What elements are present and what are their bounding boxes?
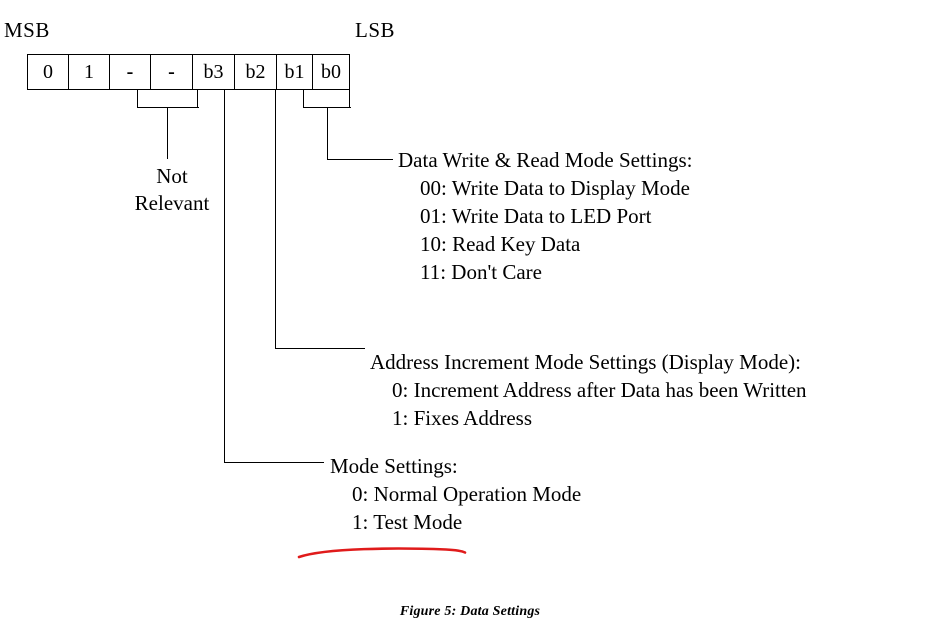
bit-cell-b3: b3 [193,55,235,89]
bit-cell-b0-label: b0 [321,61,341,83]
annotation-data-mode-item-11: 11: Don't Care [420,260,542,284]
bit-cell-5-label: - [126,61,134,83]
bit-cell-7: 0 [28,55,69,89]
bit-cell-4-label: - [168,61,175,83]
b2-leader-vertical [275,90,276,348]
b3-leader-vertical [224,90,225,462]
bit-cell-b1: b1 [277,55,313,89]
msb-label: MSB [4,18,50,42]
not-relevant-line-2: Relevant [134,191,210,215]
not-relevant-bracket-span [137,107,199,108]
annotation-mode-item-1: 1: Test Mode [352,510,463,534]
b2-leader-horizontal [275,348,365,349]
annotation-mode-heading: Mode Settings: [330,454,458,478]
annotation-data-mode-item-10: 10: Read Key Data [420,232,581,256]
annotation-mode-item-0: 0: Normal Operation Mode [352,482,582,506]
bit-cell-b2-label: b2 [245,61,266,83]
bit-cell-b1-label: b1 [284,61,305,83]
b1b0-leader-horizontal [327,159,393,160]
not-relevant-bracket-stem [167,107,168,159]
annotation-data-mode: Data Write & Read Mode Settings: 00: Wri… [398,146,692,286]
b1b0-bracket-left-tick [303,90,304,107]
bit-cell-b3-label: b3 [203,61,224,83]
not-relevant-bracket-right-tick [197,90,198,107]
not-relevant-line-1: Not [156,164,188,188]
figure-caption: Figure 5: Data Settings [399,604,541,619]
annotation-data-mode-heading: Data Write & Read Mode Settings: [398,148,693,172]
bit-cell-b0: b0 [313,55,349,89]
annotation-address-mode-item-1: 1: Fixes Address [392,406,533,430]
lsb-label: LSB [355,18,396,42]
annotation-data-mode-item-01: 01: Write Data to LED Port [420,204,652,228]
bit-cell-4: - [151,55,193,89]
not-relevant-bracket-left-tick [137,90,138,107]
bit-cell-5: - [110,55,151,89]
b1b0-bracket-right-tick [349,90,350,107]
bit-cell-6-label: 1 [84,61,94,83]
bit-cell-b2: b2 [235,55,277,89]
annotation-data-mode-item-00: 00: Write Data to Display Mode [420,176,690,200]
annotation-address-mode-heading: Address Increment Mode Settings (Display… [370,350,802,374]
annotation-address-mode: Address Increment Mode Settings (Display… [370,348,807,432]
annotation-mode: Mode Settings: 0: Normal Operation Mode … [330,452,581,536]
bit-cell-6: 1 [69,55,110,89]
bit-cell-7-label: 0 [43,61,53,83]
b1b0-leader-vertical [327,107,328,159]
b3-leader-horizontal [224,462,324,463]
annotation-address-mode-item-0: 0: Increment Address after Data has been… [392,378,807,402]
bit-field-box: 0 1 - - b3 b2 b1 b0 [27,54,350,90]
red-underline-annotation [297,547,467,559]
not-relevant-label: Not Relevant [112,163,232,217]
